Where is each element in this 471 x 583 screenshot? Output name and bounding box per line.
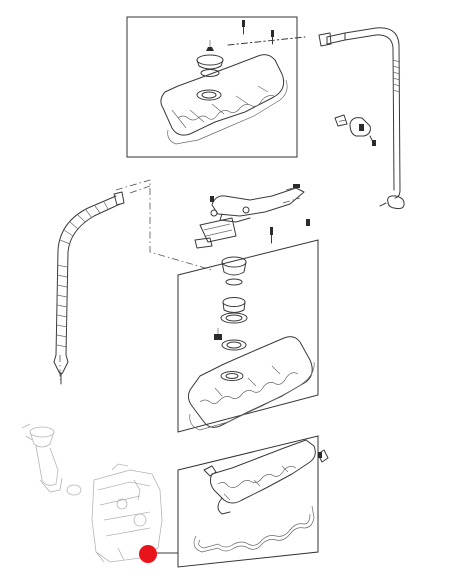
valve-cover-gasket-upper[interactable]: [167, 79, 288, 145]
highlight-marker-dot[interactable]: [139, 545, 157, 563]
oil-filler-neck-faint: [21, 423, 82, 496]
assembly-guide-lines: [59, 179, 301, 380]
inset-box-intermediate: [177, 239, 319, 433]
breather-housing-bracket[interactable]: [194, 184, 310, 249]
breather-hose-top-right[interactable]: [318, 27, 405, 210]
valve-cover-middle[interactable]: [187, 336, 313, 428]
inset-box-lower: [177, 435, 319, 568]
inset-box-valve-cover: [126, 16, 298, 158]
stacked-caps-seals[interactable]: [214, 227, 273, 351]
hose-clamp-assembly[interactable]: [334, 114, 376, 146]
engine-block-faint: [91, 463, 163, 563]
cover-bolts-top[interactable]: [227, 20, 306, 46]
valve-cover-upper[interactable]: [160, 54, 285, 136]
valve-cover-gasket-middle[interactable]: [189, 361, 315, 431]
oil-filler-cap[interactable]: [196, 40, 224, 77]
valve-cover-gasket-lower[interactable]: [193, 505, 315, 553]
breather-hose-left[interactable]: [53, 191, 125, 385]
highlight-marker[interactable]: [139, 545, 179, 563]
valve-cover-lower[interactable]: [203, 439, 329, 515]
